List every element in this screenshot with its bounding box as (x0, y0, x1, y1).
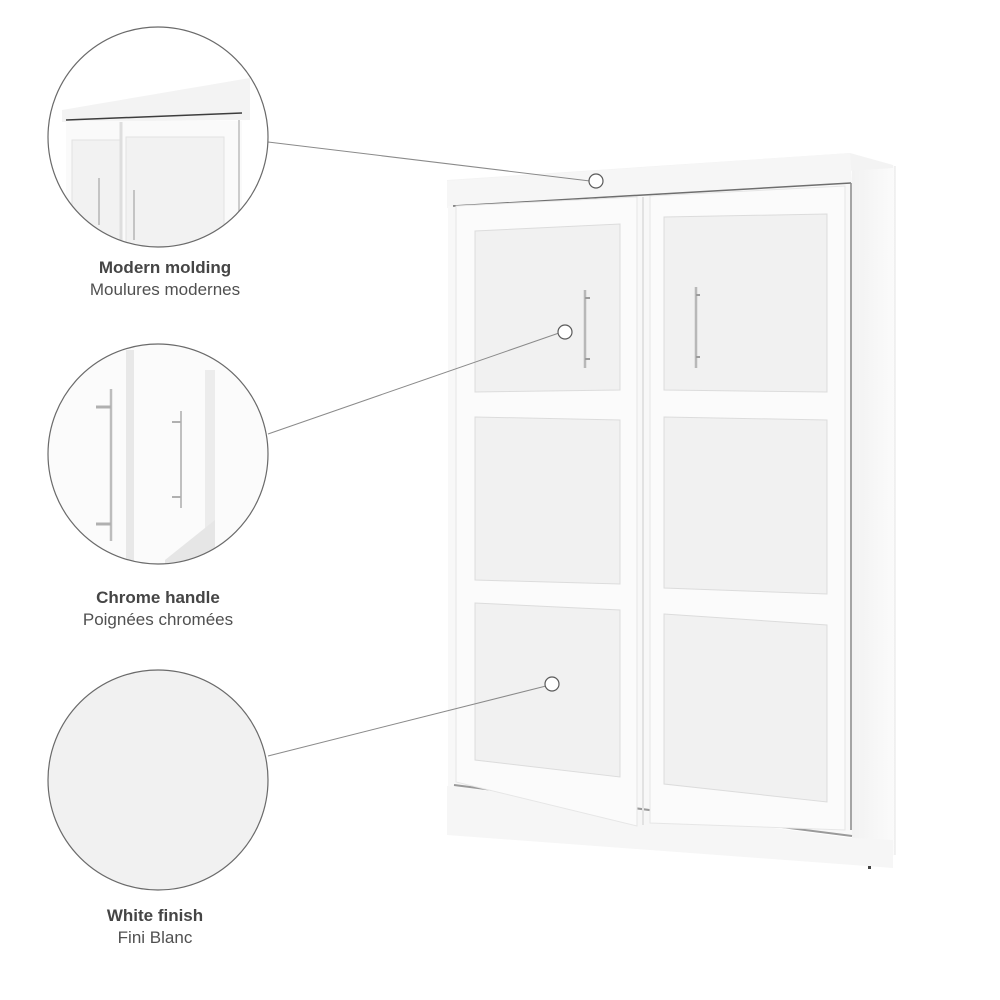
marker-handle-icon (557, 324, 573, 340)
callout-title: Chrome handle (96, 588, 220, 607)
callout-handle: Chrome handle Poignées chromées (38, 587, 278, 631)
molding-detail-icon (47, 26, 269, 248)
callout-finish: White finish Fini Blanc (35, 905, 275, 949)
wardrobe (447, 153, 896, 869)
white-finish-swatch-icon (47, 669, 269, 891)
chrome-handle-right (694, 287, 700, 368)
callout-title: White finish (106, 906, 204, 925)
chrome-handle-detail-icon (47, 343, 269, 565)
callout-subtitle: Poignées chromées (82, 610, 234, 629)
marker-molding-icon (588, 173, 604, 189)
marker-finish-icon (544, 676, 560, 692)
callout-subtitle: Fini Blanc (117, 928, 193, 947)
chrome-handle-left (583, 290, 590, 368)
callout-markers (544, 173, 604, 692)
callout-subtitle: Moulures modernes (89, 280, 241, 299)
callout-molding: Modern molding Moulures modernes (45, 257, 285, 301)
callout-title: Modern molding (98, 258, 232, 277)
callout-connectors (267, 141, 591, 757)
